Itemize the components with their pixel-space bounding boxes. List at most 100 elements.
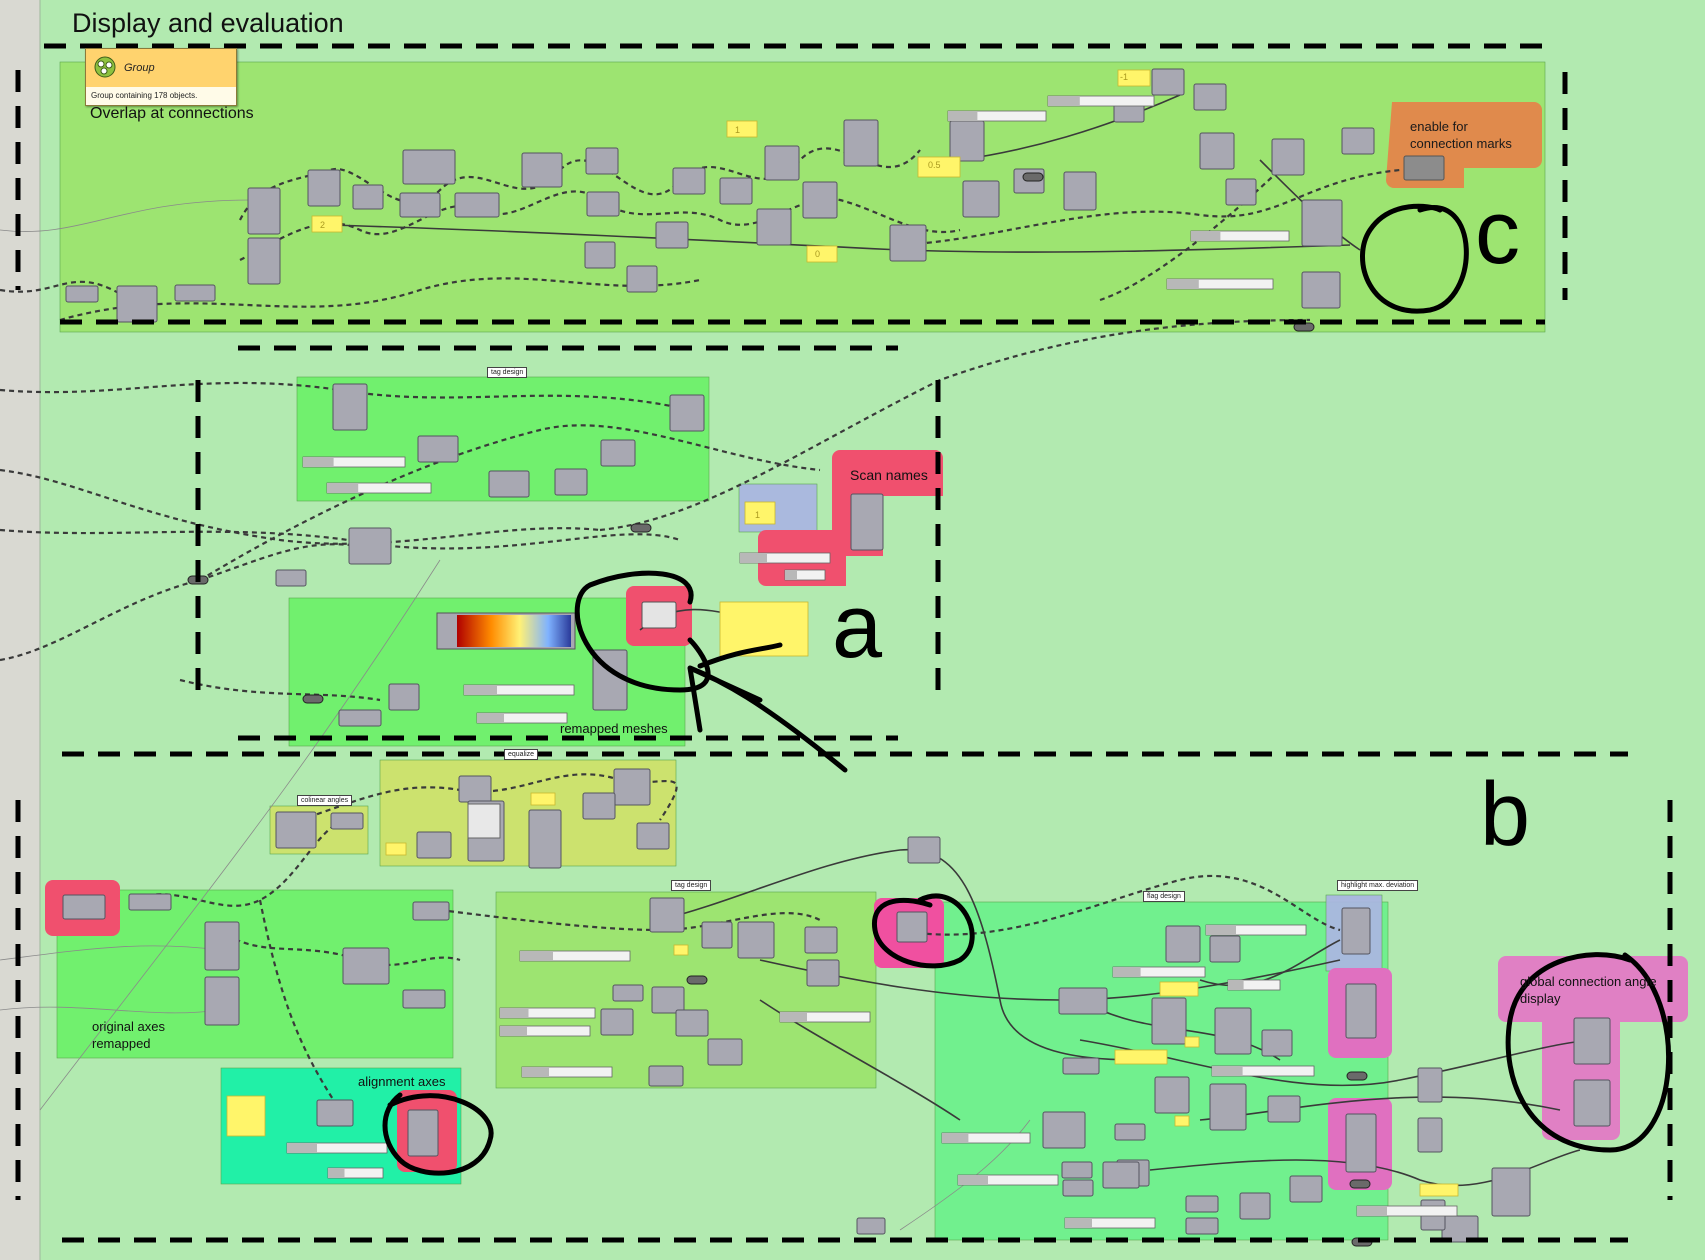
component-82[interactable] <box>1062 1057 1100 1075</box>
list-component-6[interactable] <box>1417 1067 1443 1103</box>
component-50[interactable] <box>204 976 240 1026</box>
list-component-8[interactable] <box>1573 1017 1611 1065</box>
component-0[interactable] <box>247 187 281 235</box>
component-49[interactable] <box>204 921 240 971</box>
component-68[interactable] <box>612 984 644 1002</box>
enable-toggle[interactable] <box>1403 155 1445 181</box>
component-77[interactable] <box>1165 925 1201 963</box>
list-component-1[interactable] <box>407 1109 439 1157</box>
component-76[interactable] <box>1058 987 1108 1015</box>
component-98[interactable] <box>856 1217 886 1235</box>
component-54[interactable] <box>275 811 317 849</box>
component-85[interactable] <box>1267 1095 1301 1123</box>
component-11[interactable] <box>626 265 658 293</box>
panel-value-2[interactable]: 1 <box>735 125 741 135</box>
white-node[interactable] <box>641 601 677 629</box>
panel-2[interactable] <box>917 156 961 178</box>
component-23[interactable] <box>1063 171 1097 211</box>
component-44[interactable] <box>388 683 420 711</box>
component-38[interactable] <box>488 470 530 498</box>
relay-1[interactable] <box>302 694 324 704</box>
component-5[interactable] <box>399 192 441 218</box>
component-15[interactable] <box>764 145 800 181</box>
panel-3[interactable] <box>311 215 343 233</box>
component-33[interactable] <box>65 285 99 303</box>
component-7[interactable] <box>521 152 563 188</box>
component-13[interactable] <box>672 167 706 195</box>
component-90[interactable] <box>1062 1179 1094 1197</box>
component-52[interactable] <box>402 989 446 1009</box>
component-53[interactable] <box>412 901 450 921</box>
component-17[interactable] <box>802 181 838 219</box>
panel-value-6[interactable]: 1 <box>755 510 761 520</box>
panel-13[interactable] <box>1419 1183 1459 1197</box>
component-79[interactable] <box>1151 997 1187 1045</box>
component-1[interactable] <box>247 237 281 285</box>
list-component-9[interactable] <box>1573 1079 1611 1127</box>
panel-12[interactable] <box>1174 1115 1190 1127</box>
component-20[interactable] <box>949 120 985 162</box>
relay-3[interactable] <box>1022 172 1044 182</box>
component-83[interactable] <box>1154 1076 1190 1114</box>
panel-0[interactable] <box>1117 69 1151 87</box>
list-component-0[interactable] <box>850 493 884 551</box>
component-55[interactable] <box>330 812 364 830</box>
component-48[interactable] <box>128 893 172 911</box>
component-56[interactable] <box>416 831 452 859</box>
component-36[interactable] <box>332 383 368 431</box>
relay-6[interactable] <box>1349 1179 1371 1189</box>
component-4[interactable] <box>402 149 456 185</box>
panel-value-1[interactable]: -1 <box>1120 72 1129 82</box>
component-59[interactable] <box>528 809 562 869</box>
component-93[interactable] <box>1185 1217 1219 1235</box>
component-21[interactable] <box>962 180 1000 218</box>
component-16[interactable] <box>756 208 792 246</box>
component-35[interactable] <box>174 284 216 302</box>
list-component-2[interactable] <box>896 911 928 943</box>
component-84[interactable] <box>1209 1083 1247 1131</box>
panel-14[interactable] <box>673 944 689 956</box>
component-86[interactable] <box>1042 1111 1086 1149</box>
list-component-4[interactable] <box>1345 983 1377 1039</box>
component-37[interactable] <box>417 435 459 463</box>
component-10[interactable] <box>584 241 616 269</box>
panel-5[interactable] <box>744 501 776 525</box>
component-64[interactable] <box>701 921 733 949</box>
panel-value-5[interactable]: 0 <box>815 249 821 259</box>
panel-11[interactable] <box>1184 1036 1200 1048</box>
preview-swatch[interactable] <box>467 803 501 839</box>
component-34[interactable] <box>116 285 158 323</box>
component-8[interactable] <box>585 147 619 175</box>
component-25[interactable] <box>1151 68 1185 96</box>
component-12[interactable] <box>655 221 689 249</box>
panel-value-4[interactable]: 2 <box>320 220 326 230</box>
component-30[interactable] <box>1341 127 1375 155</box>
component-89[interactable] <box>1061 1161 1093 1179</box>
component-74[interactable] <box>316 1099 354 1127</box>
component-40[interactable] <box>600 439 636 467</box>
component-14[interactable] <box>719 177 753 205</box>
panel-4[interactable] <box>806 245 838 263</box>
component-69[interactable] <box>651 986 685 1014</box>
component-70[interactable] <box>600 1008 634 1036</box>
component-80[interactable] <box>1214 1007 1252 1055</box>
component-6[interactable] <box>454 192 500 218</box>
component-41[interactable] <box>669 394 705 432</box>
panel-value-3[interactable]: 0.5 <box>928 160 941 170</box>
panel-1[interactable] <box>726 120 758 138</box>
panel-8[interactable] <box>385 842 407 856</box>
component-94[interactable] <box>1239 1192 1271 1220</box>
component-45[interactable] <box>338 709 382 727</box>
component-27[interactable] <box>1199 132 1235 170</box>
component-72[interactable] <box>707 1038 743 1066</box>
panel-10[interactable] <box>1114 1049 1168 1065</box>
component-91[interactable] <box>1102 1161 1140 1189</box>
component-66[interactable] <box>804 926 838 954</box>
component-65[interactable] <box>737 921 775 959</box>
component-28[interactable] <box>1225 178 1257 206</box>
component-62[interactable] <box>582 792 616 820</box>
component-19[interactable] <box>889 224 927 262</box>
component-51[interactable] <box>342 947 390 985</box>
relay-5[interactable] <box>686 975 708 985</box>
